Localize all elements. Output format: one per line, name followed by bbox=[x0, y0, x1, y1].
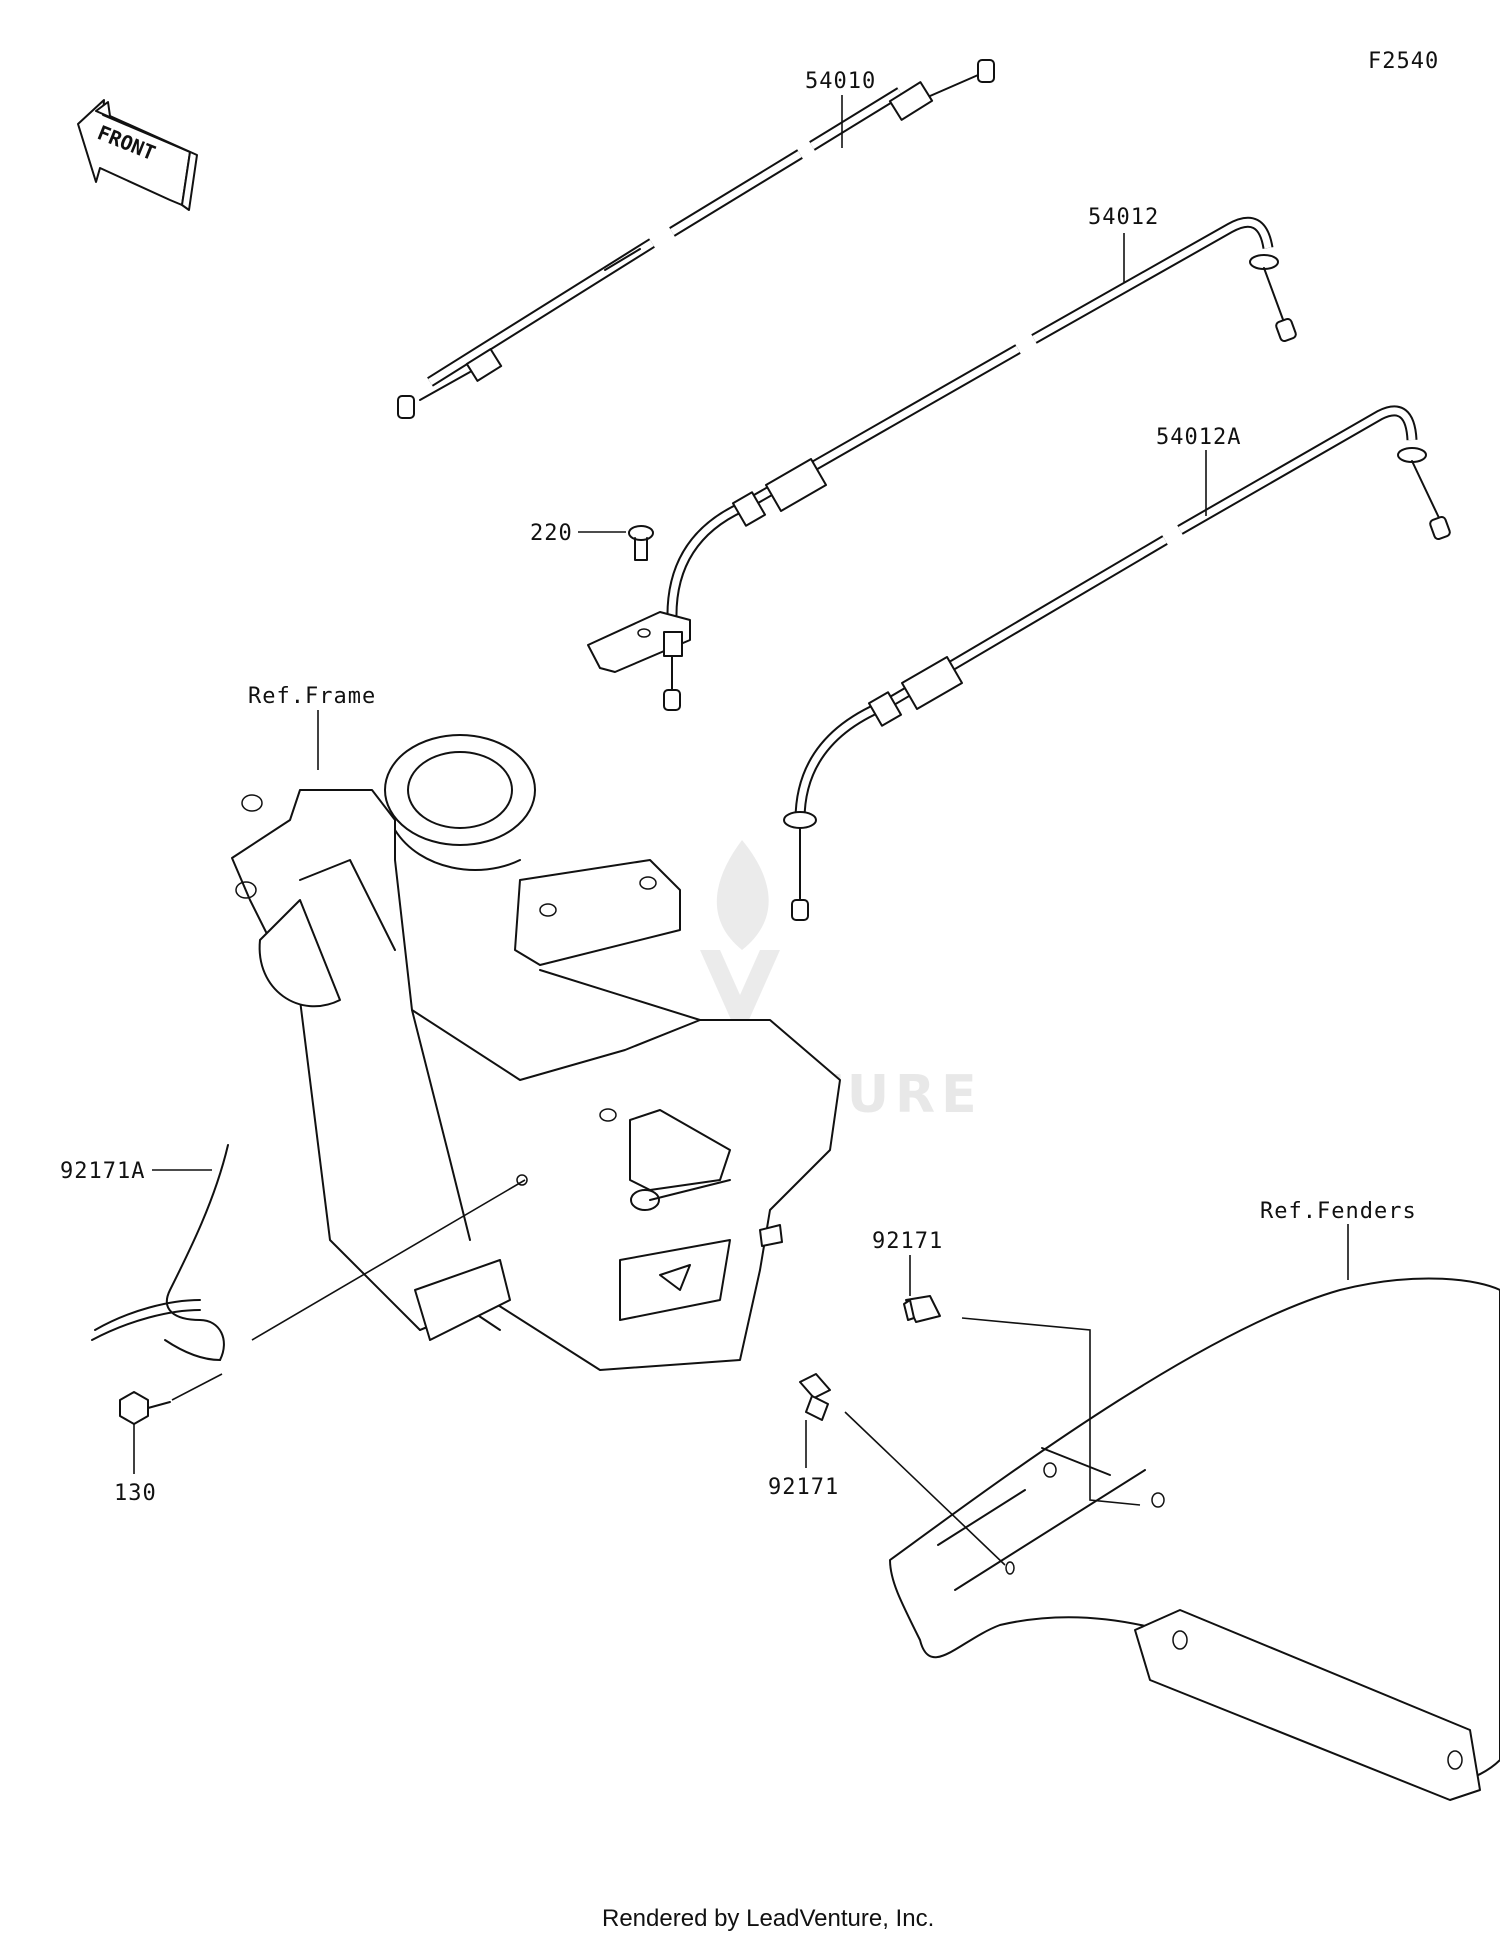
label-92171a: 92171A bbox=[60, 1159, 145, 1184]
clip-92171-lower[interactable] bbox=[799, 1373, 831, 1421]
label-54012a: 54012A bbox=[1156, 425, 1241, 450]
label-220: 220 bbox=[530, 521, 573, 546]
clip-92171-upper[interactable] bbox=[903, 1295, 941, 1323]
label-ref-fenders: Ref.Fenders bbox=[1260, 1199, 1417, 1224]
label-54012: 54012 bbox=[1088, 205, 1159, 230]
frame bbox=[231, 734, 841, 1371]
label-ref-frame: Ref.Frame bbox=[248, 684, 376, 709]
cable-54010[interactable] bbox=[397, 59, 995, 419]
front-arrow-icon: FRONT bbox=[77, 99, 198, 211]
diagram-code: F2540 bbox=[1368, 49, 1439, 74]
label-54010: 54010 bbox=[805, 69, 876, 94]
cable-54012[interactable] bbox=[663, 216, 1297, 711]
fender bbox=[889, 1277, 1500, 1801]
label-92171-lower: 92171 bbox=[768, 1475, 839, 1500]
cable-bracket bbox=[587, 611, 691, 673]
cable-54012a[interactable] bbox=[783, 405, 1451, 921]
bolt-130[interactable] bbox=[119, 1391, 171, 1425]
label-92171-upper: 92171 bbox=[872, 1229, 943, 1254]
clamp-92171a[interactable] bbox=[91, 1144, 229, 1361]
label-130: 130 bbox=[114, 1481, 157, 1506]
footer-credit: Rendered by LeadVenture, Inc. bbox=[602, 1905, 934, 1932]
screw-220[interactable] bbox=[628, 525, 654, 561]
